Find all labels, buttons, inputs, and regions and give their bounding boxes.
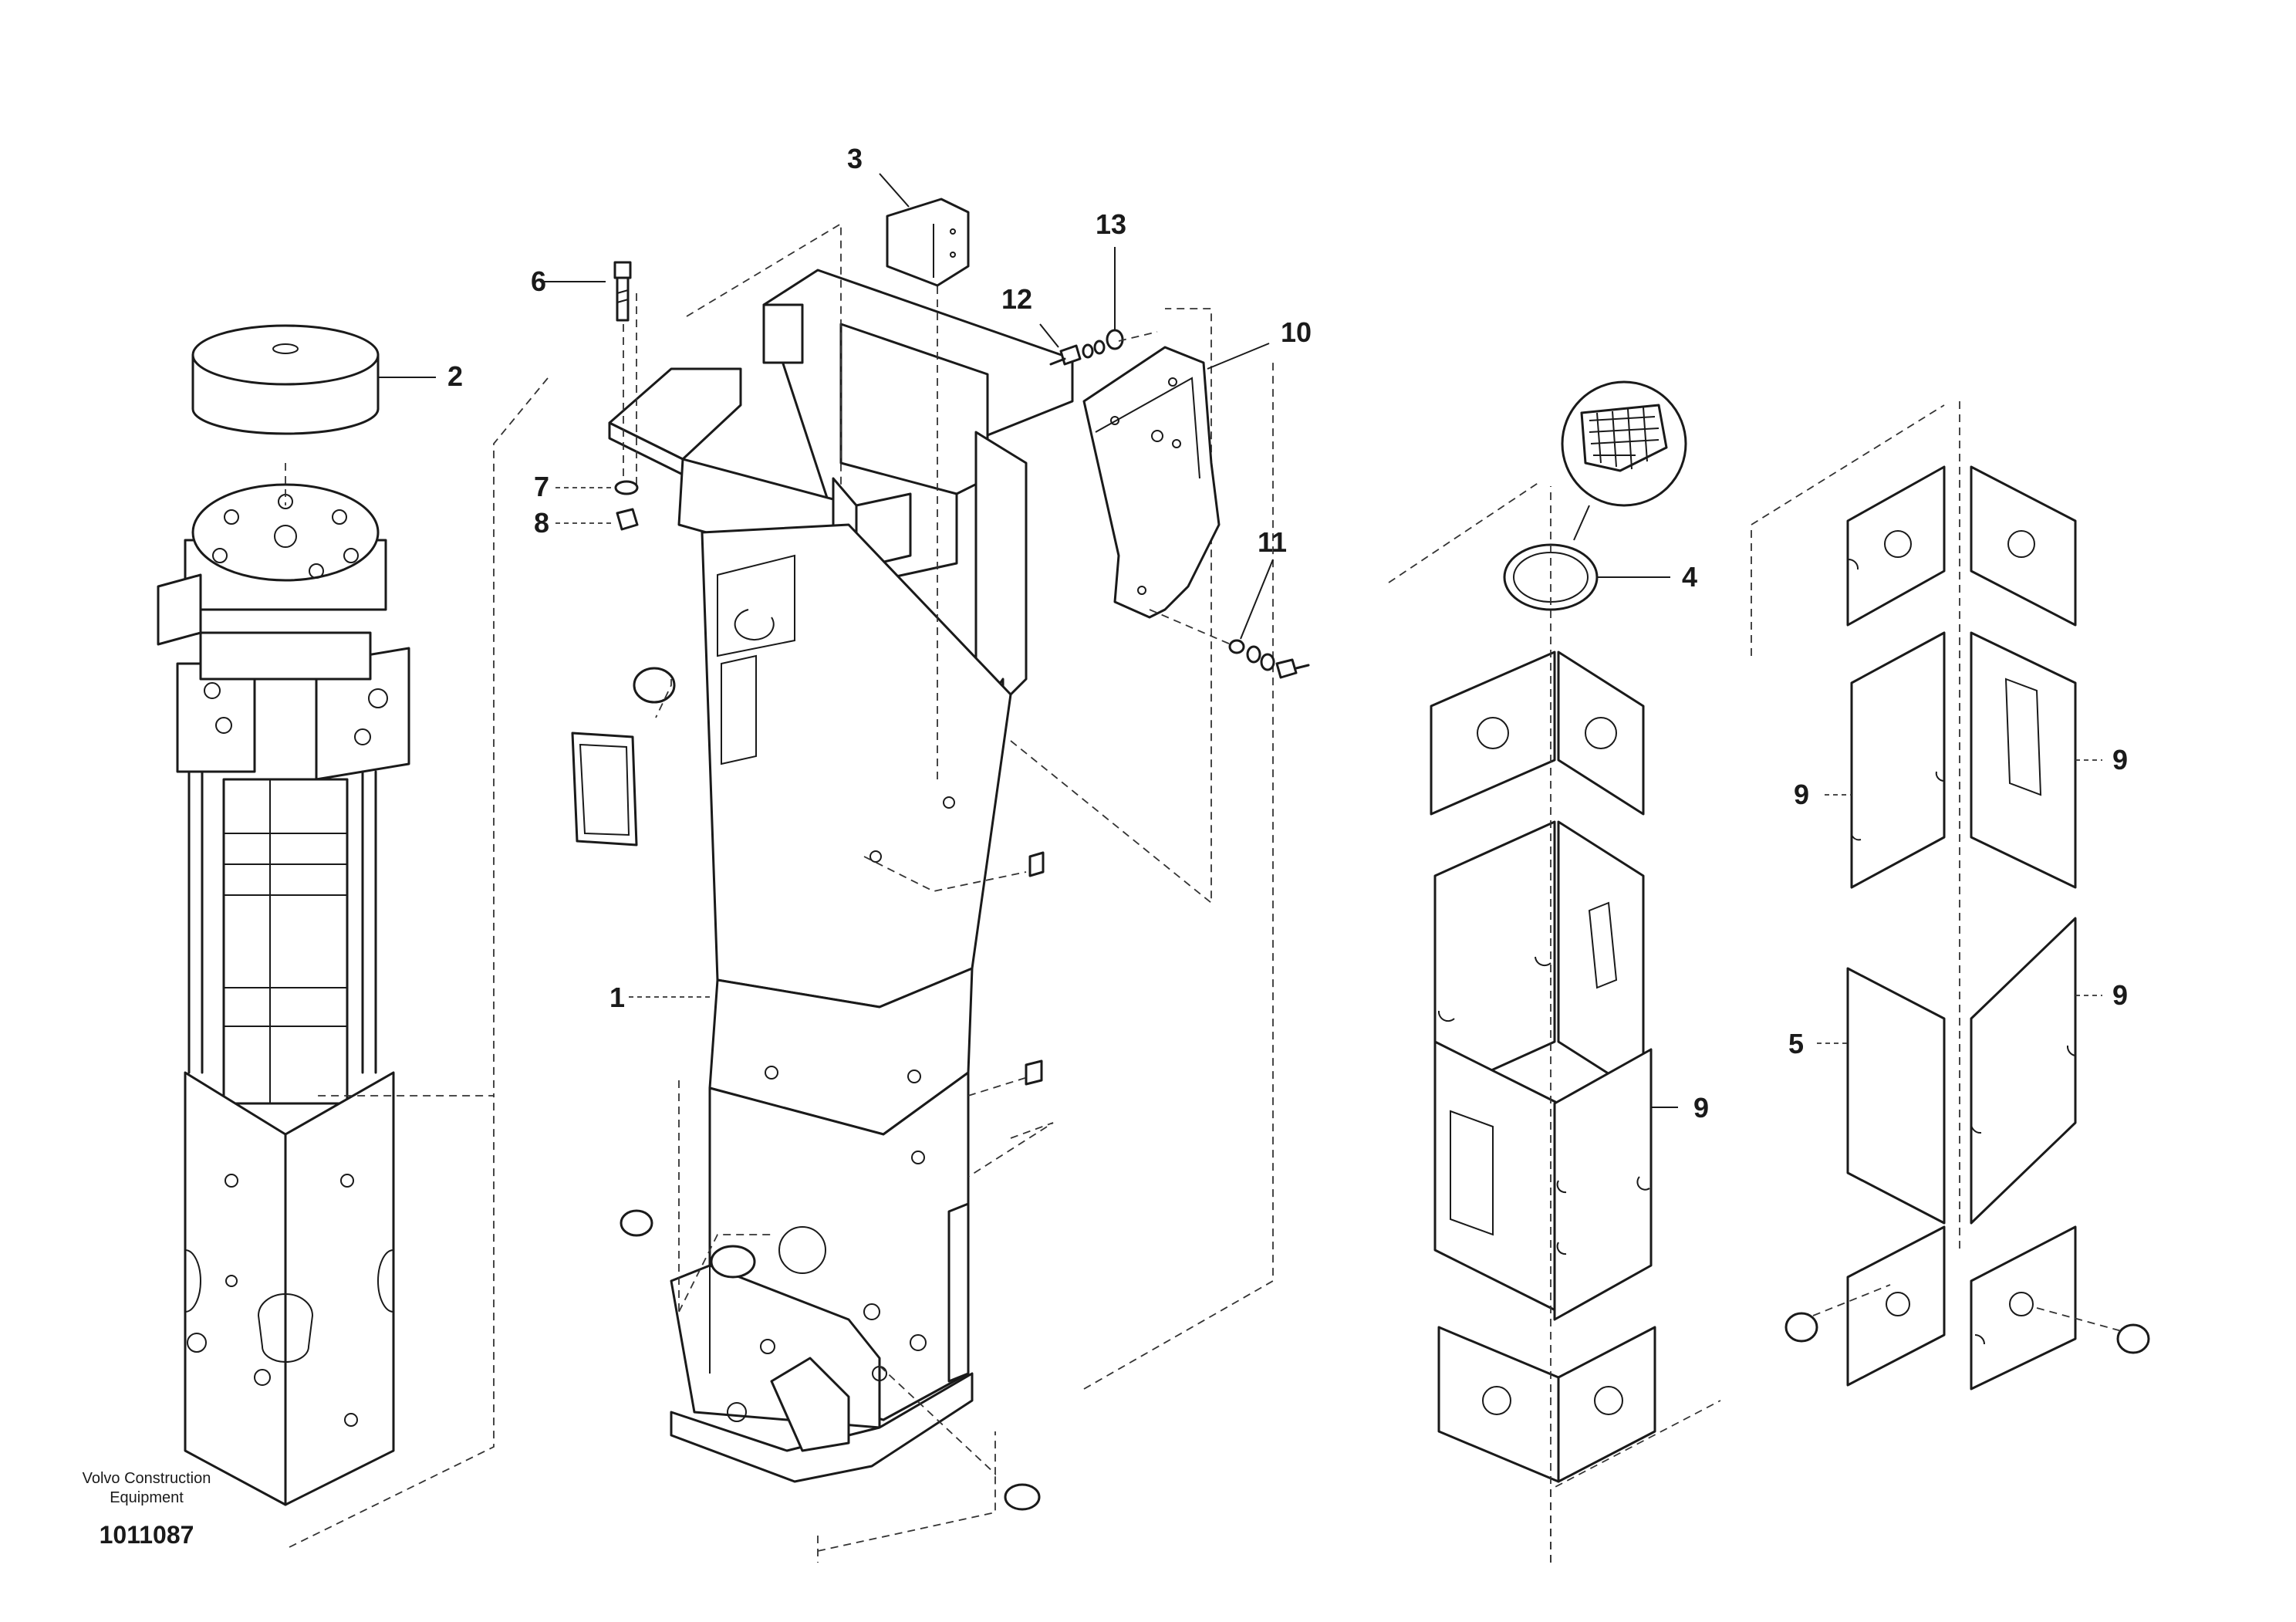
callout-3: 3 — [847, 143, 863, 174]
top-cap-part — [191, 324, 380, 435]
screws-and-washers — [1039, 247, 1310, 679]
damper-plates-middle — [1388, 482, 1721, 1563]
plug-parts — [571, 667, 1045, 1511]
callout-11: 11 — [1258, 526, 1287, 558]
callout-13: 13 — [1096, 208, 1126, 240]
front-head-block — [184, 1071, 395, 1506]
side-plate-part — [1082, 343, 1270, 619]
cylinder-head — [157, 483, 410, 781]
callout-2: 2 — [447, 360, 463, 392]
drawing-number: 1011087 — [100, 1521, 194, 1549]
housing-assembly — [571, 222, 1274, 1563]
callout-4: 4 — [1682, 561, 1697, 593]
callout-5: 5 — [1788, 1028, 1804, 1059]
cylinder-body — [187, 770, 377, 1105]
callout-9-right-top: 9 — [2112, 744, 2128, 776]
callout-7: 7 — [534, 471, 549, 502]
callout-9-middle: 9 — [1693, 1092, 1709, 1124]
damper-plates-right — [1751, 401, 2150, 1391]
company-name-line2: Equipment — [110, 1489, 184, 1506]
callout-12: 12 — [1001, 283, 1032, 315]
housing-body — [670, 523, 1012, 1483]
seal-ring-part — [1503, 380, 1687, 611]
company-name-line1: Volvo Construction — [83, 1470, 211, 1487]
callout-8: 8 — [534, 507, 549, 539]
callout-9-right-bottom: 9 — [2112, 979, 2128, 1011]
callout-6: 6 — [531, 265, 546, 297]
callout-9-right-left: 9 — [1794, 779, 1809, 810]
callout-10: 10 — [1281, 316, 1312, 348]
bolt-washer-nut — [540, 261, 639, 531]
cushion-block-part — [879, 173, 970, 287]
cylinder-assembly — [157, 324, 549, 1548]
callout-1: 1 — [609, 982, 625, 1013]
